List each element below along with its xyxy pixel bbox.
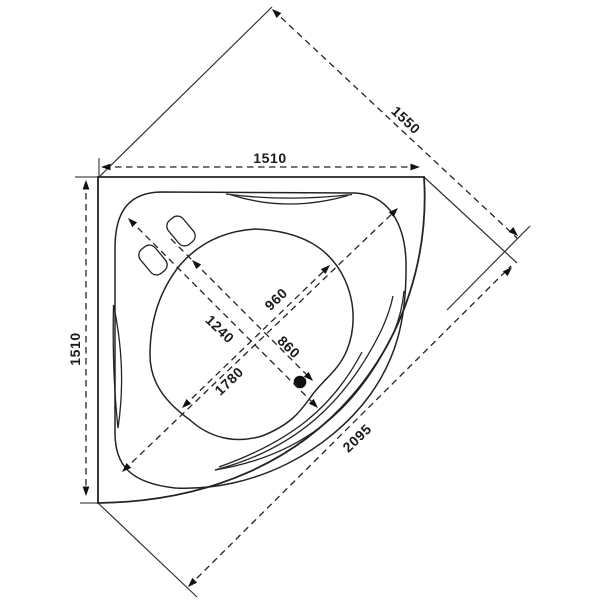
jet-pads — [138, 215, 196, 276]
jet-pad-2 — [138, 244, 168, 276]
dimension-arrowheads — [82, 9, 518, 587]
tub-inner-rim — [114, 191, 407, 489]
drain-dot — [293, 375, 307, 389]
dim-line-1780 — [123, 209, 397, 471]
dimension-lines — [85, 9, 518, 587]
dim-label-top-width: 1510 — [253, 150, 287, 166]
extension-lines — [97, 6, 531, 598]
dim-line-960 — [183, 266, 329, 407]
jet-pad-1 — [166, 215, 196, 247]
seat-contours — [214, 290, 405, 471]
dim-line-2095 — [188, 265, 512, 587]
tub-outer-outline — [97, 176, 426, 504]
headrest-top — [225, 193, 353, 205]
basin-outline — [149, 228, 354, 441]
extension-ticks — [75, 158, 100, 504]
dim-label-left-depth: 1510 — [67, 332, 83, 366]
dim-line-1550 — [272, 9, 518, 239]
headrest-left — [112, 304, 123, 429]
